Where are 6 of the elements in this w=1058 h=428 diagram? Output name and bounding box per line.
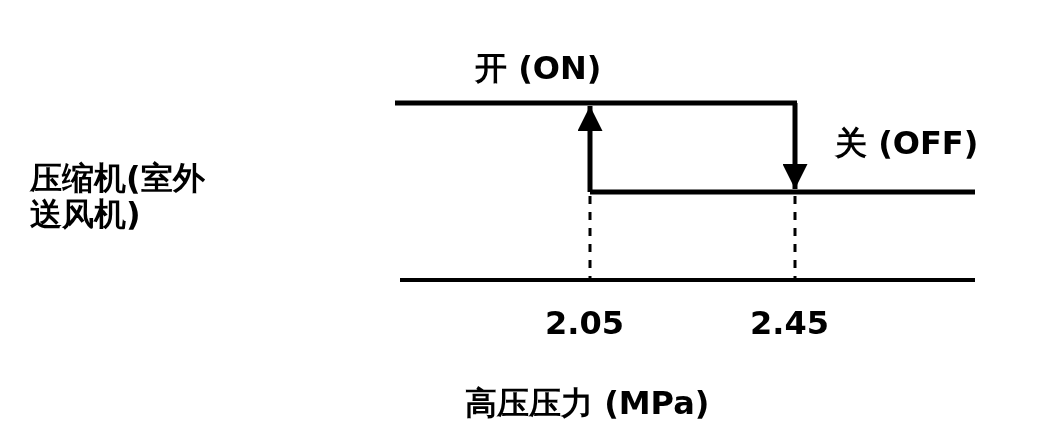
state-label: 开 (ON) <box>475 50 602 86</box>
axis-label: 高压压力 (MPa) <box>465 385 710 421</box>
component-label: 压缩机(室外送风机) <box>30 160 206 232</box>
state-label: 关 (OFF) <box>835 125 979 161</box>
tick-label: 2.05 <box>545 305 624 341</box>
tick-label: 2.45 <box>750 305 829 341</box>
